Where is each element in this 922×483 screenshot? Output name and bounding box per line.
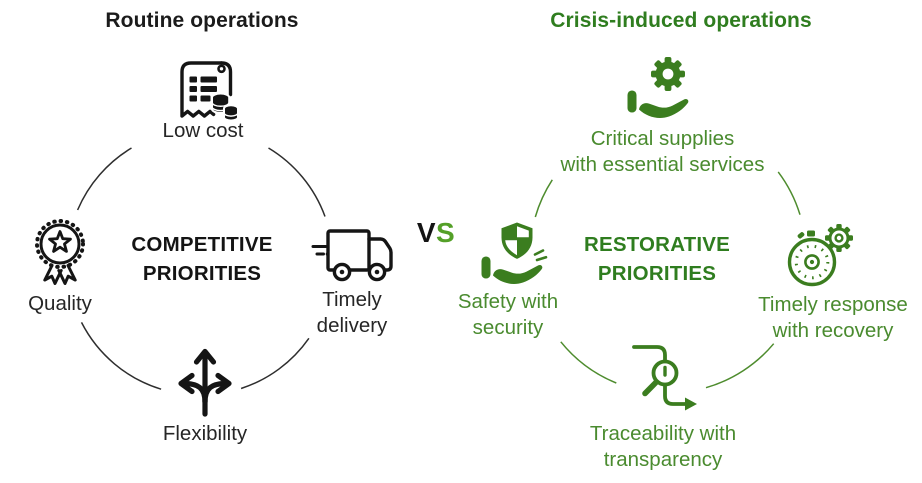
label-timely-response: Timely response with recovery [758, 293, 908, 342]
vs-letter-s: S [436, 217, 456, 248]
vs-separator: VS [406, 217, 466, 249]
delivery-truck-icon [311, 218, 399, 290]
label-low-cost: Low cost [162, 119, 244, 142]
hand-gear-icon [622, 52, 702, 124]
branching-arrows-icon [161, 338, 249, 418]
label-quality: Quality [28, 292, 92, 315]
right-center-title: RESTORATIVE PRIORITIES [583, 233, 731, 285]
label-traceability: Traceability with transparency [589, 422, 737, 471]
label-flexibility: Flexibility [162, 422, 248, 445]
vs-letter-v: V [416, 217, 436, 248]
label-timely-delivery: Timely delivery [316, 288, 388, 337]
label-critical-supplies: Critical supplies with essential service… [560, 127, 765, 176]
left-cycle-arcs [76, 147, 326, 390]
right-cycle-arcs [534, 171, 801, 389]
label-safety-security: Safety with security [457, 290, 559, 339]
award-rosette-icon [21, 209, 99, 289]
left-center-title: COMPETITIVE PRIORITIES [131, 233, 273, 285]
magnifier-route-icon [624, 340, 702, 416]
left-panel-title: Routine operations [105, 9, 299, 32]
right-panel-title: Crisis-induced operations [550, 9, 812, 32]
stopwatch-gear-icon [777, 221, 863, 293]
receipt-coins-icon [168, 53, 252, 123]
hand-shield-icon [476, 218, 556, 290]
